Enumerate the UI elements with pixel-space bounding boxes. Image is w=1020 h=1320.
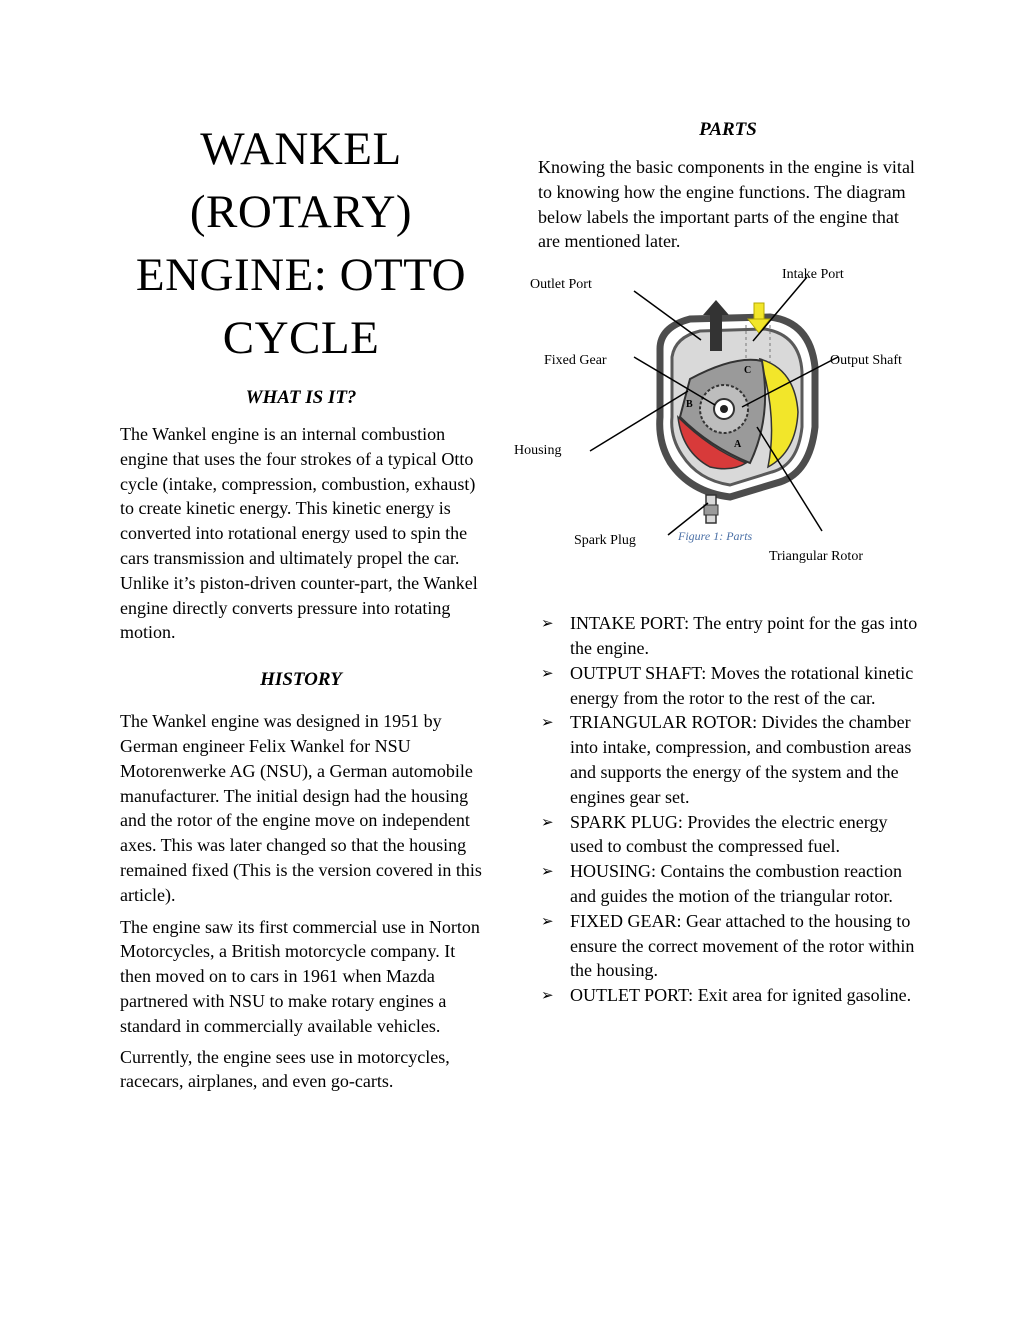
engine-illustration [589,276,839,536]
label-chamber-c: C [744,365,752,377]
parts-list: ➢INTAKE PORT: The entry point for the ga… [538,611,918,1008]
combustion-region [677,415,748,470]
history-paragraph-3: Currently, the engine sees use in motorc… [120,1046,450,1092]
parts-intro-paragraph: Knowing the basic components in the engi… [538,157,915,252]
label-output-shaft: Output Shaft [830,353,902,369]
intake-gas-region [758,358,799,469]
history-paragraph-2: The engine saw its first commercial use … [120,916,480,1036]
label-housing: Housing [514,443,562,459]
arrow-bullet-icon: ➢ [541,614,554,633]
list-item: ➢SPARK PLUG: Provides the electric energ… [541,811,888,857]
label-chamber-b: B [686,399,693,411]
title-line: WANKEL [200,123,402,175]
list-item: ➢INTAKE PORT: The entry point for the ga… [541,613,918,658]
list-item: ➢OUTLET PORT: Exit area for ignited gaso… [538,983,918,1008]
label-triangular-rotor: Triangular Rotor [769,549,863,565]
arrow-bullet-icon: ➢ [541,713,554,732]
arrow-bullet-icon: ➢ [541,862,554,881]
what-is-it-heading: WHAT IS IT? [245,387,357,408]
label-intake-port: Intake Port [782,267,844,283]
list-item: ➢HOUSING: Contains the combustion reacti… [541,861,902,906]
parts-heading: PARTS [699,119,757,140]
history-paragraph-1: The Wankel engine was designed in 1951 b… [120,711,482,905]
figure-caption: Figure 1: Parts [678,529,753,544]
title-line: ENGINE: OTTO [135,249,467,301]
arrow-bullet-icon: ➢ [541,911,554,930]
label-chamber-a: A [734,439,742,451]
arrow-bullet-icon: ➢ [541,663,554,682]
label-fixed-gear: Fixed Gear [544,353,607,369]
list-item: ➢OUTPUT SHAFT: Moves the rotational kine… [541,662,914,708]
list-item: ➢TRIANGULAR ROTOR: Divides the chamber i… [541,712,912,807]
document-title: WANKEL (ROTARY) ENGINE: OTTO CYCLE [120,118,482,370]
label-outlet-port: Outlet Port [530,277,592,293]
arrow-bullet-icon: ➢ [541,986,554,1005]
list-item: ➢FIXED GEAR: Gear attached to the housin… [541,910,915,981]
title-line: (ROTARY) [189,186,413,238]
history-heading: HISTORY [260,669,342,691]
arrow-bullet-icon: ➢ [541,812,554,831]
left-column: WANKEL (ROTARY) ENGINE: OTTO CYCLE WHAT … [120,118,482,1094]
what-is-it-paragraph: The Wankel engine is an internal combust… [120,424,478,643]
title-line: CYCLE [222,312,380,364]
right-column: PARTS Knowing the basic components in th… [514,118,918,1008]
engine-diagram: Intake Port Outlet Port Fixed Gear Outpu… [510,267,930,567]
label-spark-plug: Spark Plug [574,533,636,549]
